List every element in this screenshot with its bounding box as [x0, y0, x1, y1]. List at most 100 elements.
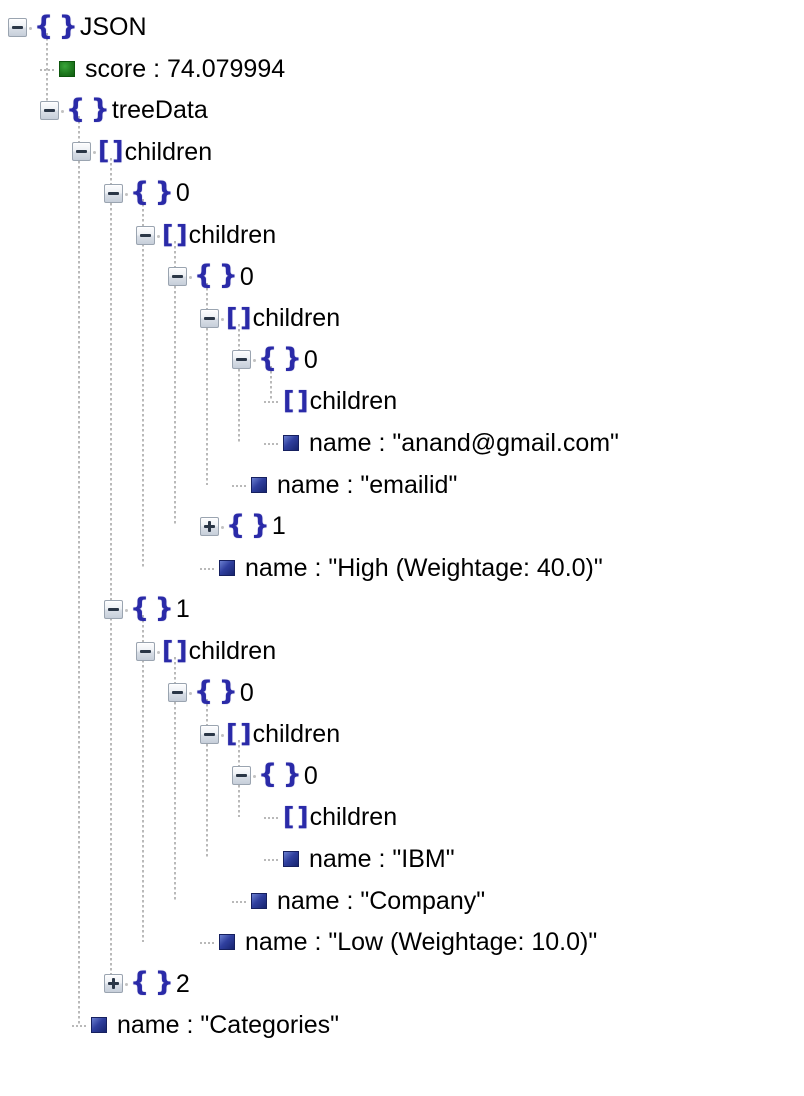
tree-row[interactable]: { }0: [168, 256, 254, 298]
array-bracket-icon: [ ]: [226, 718, 252, 748]
tree-row[interactable]: name : "emailid": [232, 464, 457, 506]
toggle-connector-dot: [29, 26, 32, 30]
string-value-icon: [251, 892, 267, 909]
collapse-toggle-icon[interactable]: [200, 308, 219, 328]
tree-node-label: treeData: [111, 96, 208, 125]
collapse-toggle-icon[interactable]: [136, 225, 155, 245]
tree-guide-line: [78, 116, 80, 1026]
string-value-icon: [219, 559, 235, 576]
object-brace-icon: { }: [130, 967, 174, 999]
collapse-toggle-icon[interactable]: [232, 350, 251, 370]
tree-row[interactable]: { }2: [104, 963, 190, 1005]
object-brace-icon: { }: [130, 176, 174, 208]
collapse-toggle-icon[interactable]: [104, 183, 123, 203]
array-bracket-icon: [ ]: [226, 302, 252, 332]
tree-node-label: children: [124, 137, 213, 166]
tree-node-label: 1: [175, 595, 190, 624]
tree-row[interactable]: { }1: [200, 505, 286, 547]
tree-connector-stub: [264, 401, 280, 404]
collapse-toggle-icon[interactable]: [168, 267, 187, 287]
expand-toggle-icon[interactable]: [200, 516, 219, 536]
tree-node-label: children: [309, 387, 398, 416]
tree-connector-stub: [264, 443, 280, 445]
collapse-toggle-icon[interactable]: [8, 17, 27, 37]
tree-node-label: name : "Low (Weightage: 10.0)": [245, 928, 598, 957]
collapse-toggle-icon[interactable]: [232, 766, 251, 786]
string-value-icon: [283, 435, 299, 451]
string-value-icon: [219, 934, 235, 951]
tree-guide-line: [206, 282, 208, 485]
tree-row[interactable]: [ ]children: [72, 131, 212, 173]
tree-guide-line: [110, 157, 112, 984]
tree-guide-line: [46, 33, 48, 111]
array-bracket-icon: [ ]: [162, 219, 188, 249]
tree-node-label: 0: [303, 345, 318, 374]
tree-row[interactable]: name : "IBM": [264, 838, 455, 880]
array-bracket-icon: [ ]: [162, 635, 188, 665]
tree-node-label: score : 74.079994: [85, 54, 286, 83]
tree-row[interactable]: score : 74.079994: [40, 48, 285, 90]
object-brace-icon: { }: [194, 260, 238, 292]
collapse-toggle-icon[interactable]: [104, 599, 123, 619]
tree-row[interactable]: name : "Company": [232, 880, 485, 922]
toggle-connector-dot: [125, 608, 128, 612]
tree-row[interactable]: [ ]children: [200, 713, 340, 755]
toggle-connector-dot: [61, 109, 64, 113]
tree-row[interactable]: name : "High (Weightage: 40.0)": [200, 547, 603, 589]
tree-row[interactable]: { }0: [232, 339, 318, 381]
tree-row[interactable]: { }0: [168, 672, 254, 714]
tree-row[interactable]: { }1: [104, 588, 190, 630]
tree-row[interactable]: { }treeData: [40, 89, 208, 131]
object-brace-icon: { }: [258, 343, 302, 375]
expand-toggle-icon[interactable]: [104, 974, 123, 994]
tree-row[interactable]: [ ]children: [200, 297, 340, 339]
tree-row[interactable]: name : "anand@gmail.com": [264, 422, 619, 464]
toggle-connector-dot: [157, 650, 160, 654]
tree-row[interactable]: [ ]children: [136, 630, 276, 672]
tree-connector-stub: [264, 817, 280, 820]
tree-node-label: 0: [239, 678, 254, 707]
object-brace-icon: { }: [226, 509, 270, 541]
tree-node-label: children: [309, 803, 398, 832]
tree-row[interactable]: [ ]children: [136, 214, 276, 256]
collapse-toggle-icon[interactable]: [72, 142, 91, 162]
toggle-connector-dot: [125, 192, 128, 196]
collapse-toggle-icon[interactable]: [168, 683, 187, 703]
array-bracket-icon: [ ]: [283, 801, 309, 831]
string-value-icon: [283, 851, 299, 867]
tree-row[interactable]: { }0: [232, 755, 318, 797]
tree-node-label: children: [252, 720, 341, 749]
string-value-icon: [91, 1017, 107, 1034]
tree-connector-stub: [40, 68, 56, 71]
tree-row[interactable]: name : "Low (Weightage: 10.0)": [200, 921, 597, 963]
tree-node-label: name : "anand@gmail.com": [309, 429, 619, 457]
array-bracket-icon: [ ]: [98, 136, 124, 166]
tree-node-label: 0: [303, 761, 318, 790]
string-value-icon: [251, 476, 267, 493]
tree-guide-line: [174, 241, 176, 527]
tree-node-label: children: [188, 637, 277, 665]
number-value-icon: [59, 60, 75, 77]
tree-row[interactable]: [ ]children: [264, 796, 397, 838]
tree-node-label: 2: [175, 969, 190, 998]
object-brace-icon: { }: [194, 676, 238, 708]
tree-connector-stub: [72, 1025, 88, 1028]
tree-guide-line: [238, 324, 240, 443]
tree-node-label: 0: [239, 262, 254, 291]
collapse-toggle-icon[interactable]: [200, 724, 219, 744]
tree-node-label: JSON: [79, 13, 147, 41]
tree-row[interactable]: { }0: [104, 172, 190, 214]
tree-node-label: name : "Company": [277, 886, 486, 915]
tree-row[interactable]: { }JSON: [8, 6, 147, 48]
object-brace-icon: { }: [130, 592, 174, 624]
tree-row[interactable]: [ ]children: [264, 380, 397, 422]
tree-guide-line: [142, 615, 144, 943]
tree-connector-stub: [232, 484, 248, 487]
toggle-connector-dot: [189, 692, 192, 696]
tree-row[interactable]: name : "Categories": [72, 1004, 339, 1046]
object-brace-icon: { }: [34, 10, 78, 42]
tree-guide-line: [142, 199, 144, 568]
collapse-toggle-icon[interactable]: [136, 641, 155, 661]
collapse-toggle-icon[interactable]: [40, 100, 59, 120]
